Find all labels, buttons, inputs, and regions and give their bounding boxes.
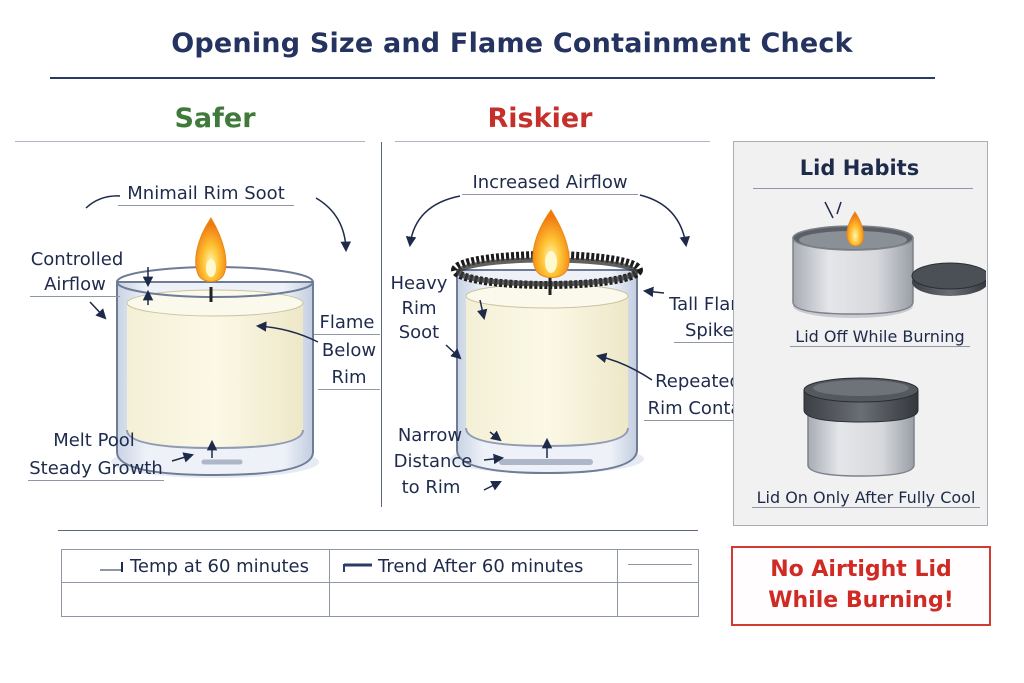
warning-line-1: No Airtight Lid [770, 557, 952, 582]
label-distance: Distance [393, 451, 473, 472]
label-flame: Flame [314, 311, 380, 335]
column-divider [381, 142, 382, 507]
label-melt-pool: Melt Pool [53, 430, 135, 451]
label-spikes: Spikes [674, 319, 754, 343]
label-rim-soot-rim: Rim [401, 298, 437, 319]
label-controlled: Controlled [30, 249, 124, 270]
label-airflow: Airflow [30, 273, 120, 297]
table-empty-cell-line [628, 564, 692, 565]
riskier-divider [395, 141, 710, 142]
table-header-temp: Temp at 60 minutes [130, 556, 309, 577]
table-header-trend: Trend After 60 minutes [378, 556, 584, 577]
lid-habits-title: Lid Habits [799, 156, 920, 180]
warning-box: No Airtight Lid While Burning! [731, 546, 991, 626]
label-rim-contact: Rim Contact [644, 397, 762, 421]
label-below: Below [321, 340, 377, 361]
closed-tin-icon [803, 377, 919, 477]
lid-habits-illustrations [792, 201, 986, 477]
warning-line-2: While Burning! [768, 588, 954, 613]
observation-table: Temp at 60 minutes Trend After 60 minute… [61, 549, 699, 617]
caption-lid-off: Lid Off While Burning [790, 327, 970, 347]
safer-divider [15, 141, 365, 142]
temp-marker-icon [100, 562, 123, 572]
riskier-candle [450, 209, 644, 475]
title-divider [50, 77, 935, 79]
trend-marker-icon [343, 563, 372, 572]
label-rim: Rim [318, 366, 380, 390]
bottom-divider [58, 530, 698, 531]
label-soot: Soot [398, 322, 440, 343]
label-repeated: Repeated [655, 371, 741, 392]
open-tin-icon [792, 201, 986, 318]
safer-heading: Safer [174, 103, 256, 134]
label-narrow: Narrow [397, 425, 463, 446]
caption-lid-on: Lid On Only After Fully Cool [752, 488, 980, 508]
label-to-rim: to Rim [401, 477, 461, 498]
label-steady-growth: Steady Growth [28, 458, 164, 481]
page-title: Opening Size and Flame Containment Check [171, 28, 853, 59]
label-heavy: Heavy [390, 273, 448, 294]
lid-habits-divider [753, 188, 973, 189]
label-increased-airflow: Increased Airflow [462, 171, 638, 195]
riskier-heading: Riskier [487, 103, 593, 134]
label-minimal-rim-soot: Mnimail Rim Soot [118, 182, 294, 206]
